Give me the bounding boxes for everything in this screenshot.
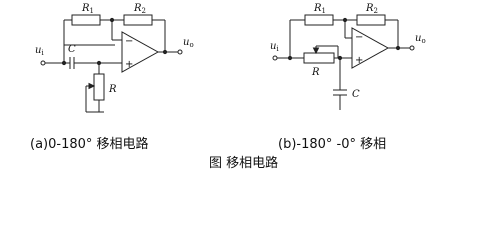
circuit-a-cap-label: C: [68, 44, 76, 55]
circuit-b-pot-label: R: [311, 67, 320, 78]
circuit-a-r1-label: R1: [81, 3, 94, 15]
circuit-a-opamp: [121, 31, 160, 73]
circuit-b-input-label: ui: [270, 41, 279, 53]
circuit-b-output-label: uo: [415, 33, 426, 45]
circuit-a-potentiometer: [93, 73, 105, 101]
caption-a: (a)0-180° 移相电路: [30, 137, 149, 152]
circuit-a-output-label: uo: [183, 37, 194, 49]
circuit-a: [40, 14, 183, 113]
circuit-b-potentiometer: [303, 52, 335, 64]
circuit-a-r2-label: R2: [133, 3, 146, 15]
circuit-a-input-terminal: [40, 60, 46, 66]
figure-title: 图 移相电路: [209, 156, 279, 171]
circuit-b-opamp: [351, 27, 390, 69]
circuit-b-capacitor: [333, 89, 347, 96]
circuit-a-output-terminal: [177, 49, 183, 55]
circuit-b: [272, 14, 415, 110]
circuit-b-plus-sign: +: [355, 55, 363, 66]
circuit-b-r1-label: R1: [313, 3, 326, 15]
circuit-b-output-terminal: [409, 45, 415, 51]
circuit-a-r1: [71, 14, 101, 26]
circuit-diagram: ui C R1 R2 R uo − + ui R1 R2 R C uo − +: [35, 3, 426, 113]
circuit-a-pot-label: R: [108, 84, 117, 95]
circuit-b-r2-label: R2: [365, 3, 378, 15]
circuit-a-minus-sign: −: [125, 36, 133, 47]
circuit-b-minus-sign: −: [355, 32, 363, 43]
circuit-b-r1: [304, 14, 334, 26]
circuit-a-capacitor: [69, 57, 75, 69]
circuit-b-cap-label: C: [352, 89, 360, 100]
circuit-b-r2: [356, 14, 386, 26]
circuit-a-input-label: ui: [35, 45, 44, 57]
caption-b: (b)-180° -0° 移相: [278, 137, 387, 152]
circuit-a-r2: [123, 14, 153, 26]
circuit-a-plus-sign: +: [125, 59, 133, 70]
circuit-b-input-terminal: [272, 55, 278, 61]
